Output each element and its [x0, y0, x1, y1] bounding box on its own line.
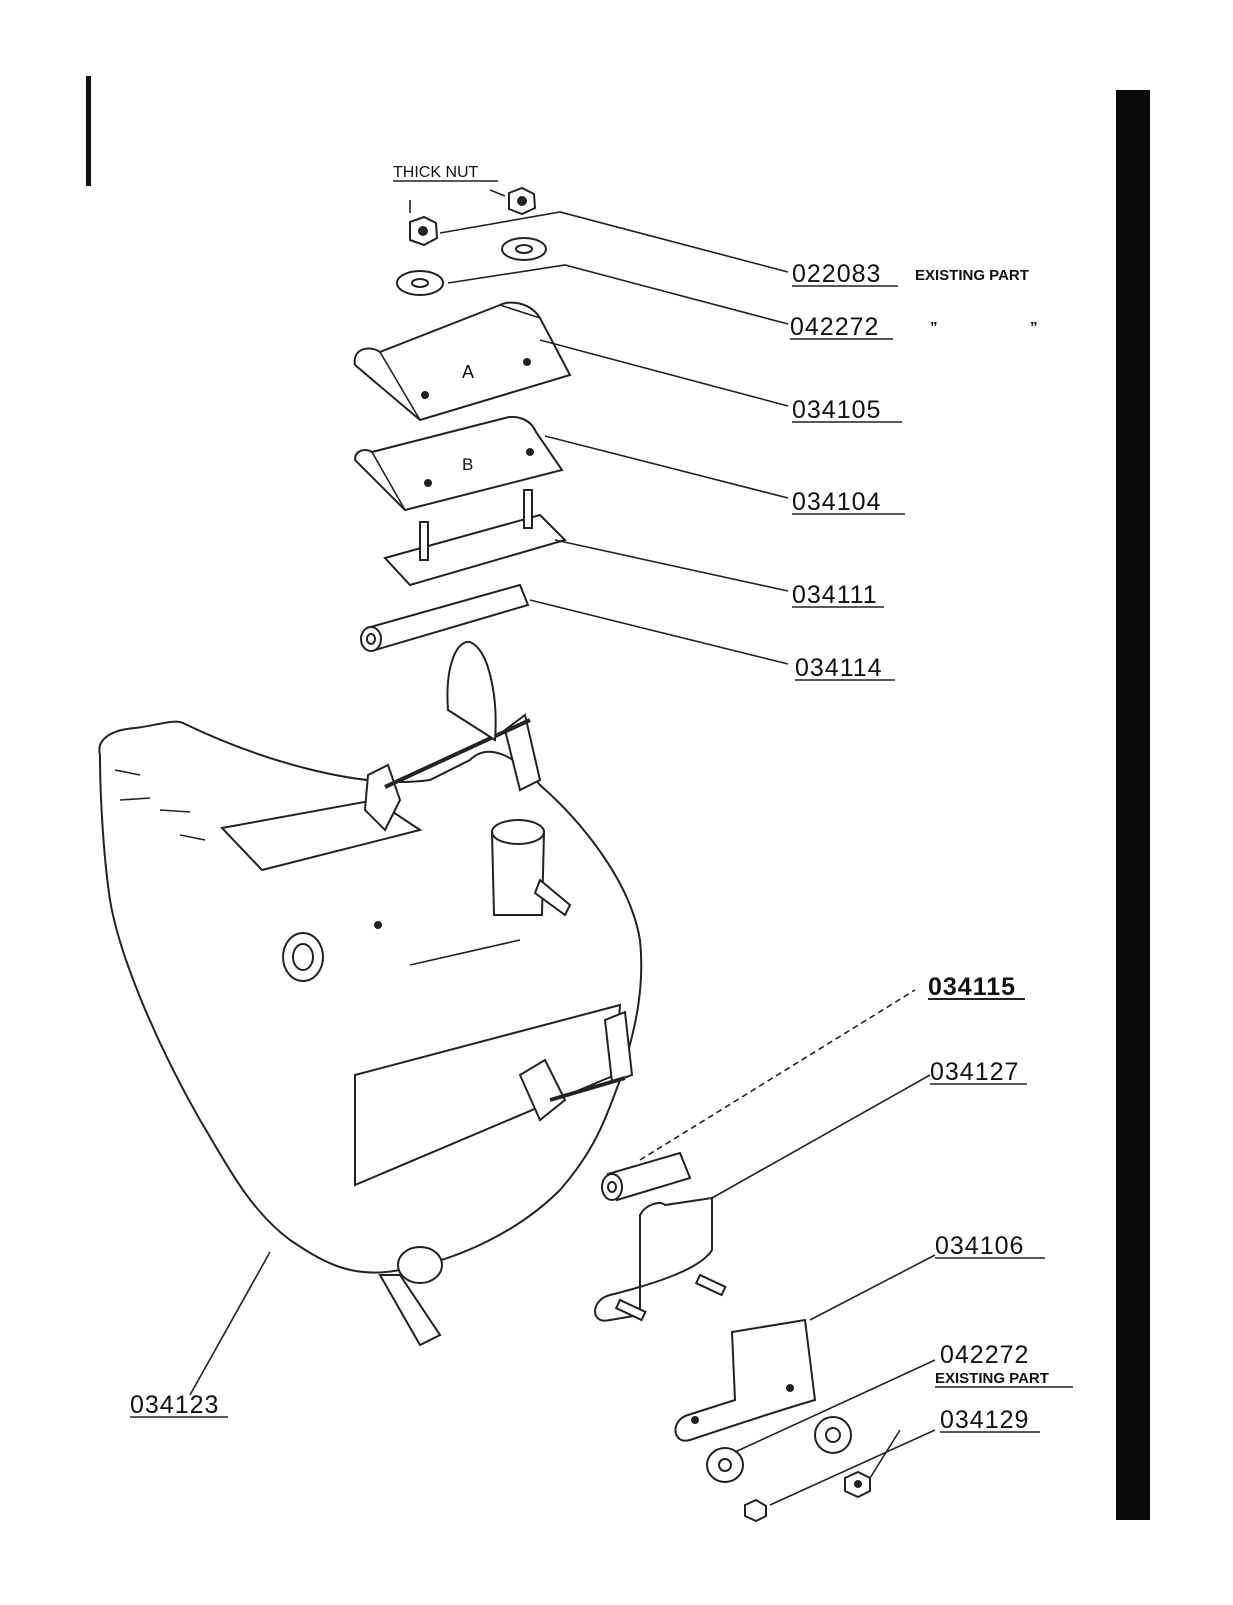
plate-b: B — [353, 415, 564, 512]
label-034104: 034104 — [792, 488, 881, 516]
label-034111: 034111 — [792, 581, 878, 609]
label-thick-nut: THICK NUT — [393, 164, 479, 181]
label-042272-top: 042272 — [790, 313, 879, 341]
washer-right — [501, 237, 547, 261]
spacer-tube-long — [360, 583, 530, 652]
label-ditto-1: ” — [930, 319, 938, 336]
label-034105: 034105 — [792, 396, 881, 424]
thick-nut-right — [508, 186, 537, 216]
washer-lower-right — [814, 1416, 852, 1454]
washer-lower-left — [706, 1447, 744, 1483]
label-034115: 034115 — [928, 973, 1016, 1001]
label-034129: 034129 — [940, 1406, 1029, 1434]
nut-lower-right — [844, 1470, 871, 1499]
fuel-tank — [98, 640, 643, 1347]
label-ditto-2: ” — [1030, 319, 1038, 336]
label-existing-part-2: EXISTING PART — [935, 1370, 1049, 1387]
bracket-with-studs — [594, 1196, 727, 1322]
nut-lower-left — [744, 1498, 767, 1523]
rear-plate — [674, 1318, 817, 1442]
label-042272-bottom: 042272 — [940, 1341, 1029, 1369]
stud-plate — [383, 489, 567, 587]
label-034123: 034123 — [130, 1391, 219, 1419]
label-034127: 034127 — [930, 1058, 1019, 1086]
thick-nut-left — [409, 215, 439, 247]
plate-a-letter: A — [462, 362, 474, 382]
washer-left — [396, 270, 444, 296]
scan-edge-bar — [1116, 90, 1150, 1520]
plate-a: A — [353, 301, 572, 422]
leader-034123 — [189, 1251, 271, 1396]
label-existing-part-1: EXISTING PART — [915, 267, 1029, 284]
label-022083: 022083 — [792, 260, 881, 288]
label-034106: 034106 — [935, 1232, 1024, 1260]
binder-mark — [86, 76, 91, 186]
spacer-tube-short — [601, 1151, 692, 1202]
label-034114: 034114 — [795, 654, 883, 682]
plate-b-letter: B — [462, 455, 473, 474]
